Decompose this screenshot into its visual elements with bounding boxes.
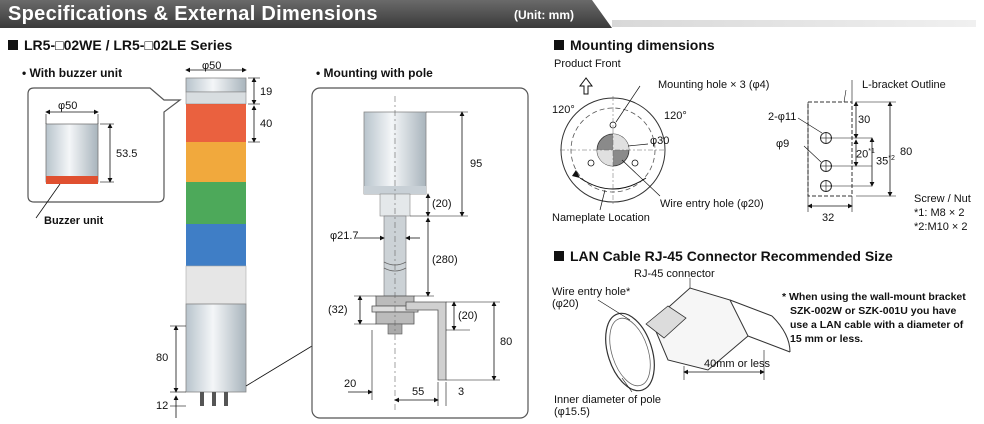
mounting-title: Mounting dimensions (554, 37, 715, 53)
hole-2-11-label: 2-φ11 (768, 111, 797, 123)
wire-entry-label: Wire entry hole (φ20) (660, 198, 764, 210)
tower-dia-label: φ50 (202, 60, 222, 72)
buzzer-subtitle: • With buzzer unit (22, 66, 123, 80)
rj45-label: RJ-45 connector (634, 268, 715, 280)
unit-label: (Unit: mm) (514, 8, 574, 22)
bracket-dim-35: 35*2 (876, 155, 895, 168)
pole-dim-20c: 20 (344, 378, 357, 390)
lan-note: * When using the wall-mount bracket SZK-… (782, 291, 966, 345)
screw-m10: *2:M10 × 2 (914, 221, 968, 233)
buzzer-dia-label: φ50 (58, 100, 78, 112)
tower-dim-80: 80 (156, 352, 169, 364)
tower-dim-12: 12 (156, 400, 169, 412)
mounting-hole-label: Mounting hole × 3 (φ4) (658, 79, 770, 91)
bracket-drawing (797, 80, 896, 212)
header-rule (612, 20, 976, 27)
section-square-icon (554, 40, 564, 50)
pole-dim-95: 95 (470, 158, 483, 170)
lan-cable-drawing (597, 278, 791, 393)
tower-dim-40: 40 (260, 118, 273, 130)
pole-dim-20b: (20) (458, 310, 478, 322)
nameplate-label: Nameplate Location (552, 212, 650, 224)
bracket-dim-20: 20*1 (856, 148, 875, 161)
tower-dim-19: 19 (260, 86, 273, 98)
hole-9-label: φ9 (776, 138, 790, 150)
section-square-icon (8, 40, 18, 50)
mounting-circle-drawing (560, 77, 666, 211)
lan-wire-entry-2: (φ20) (552, 298, 579, 310)
buzzer-height-label: 53.5 (116, 148, 138, 160)
bracket-dim-30: 30 (858, 114, 871, 126)
pole-dim-55: 55 (412, 386, 425, 398)
bracket-outline-label: L-bracket Outline (862, 79, 946, 91)
product-front-label: Product Front (554, 58, 621, 70)
pole-subtitle: • Mounting with pole (316, 66, 433, 80)
pole-dim-80: 80 (500, 336, 513, 348)
header-bar (0, 0, 612, 28)
page-title: Specifications & External Dimensions (8, 3, 378, 25)
angle-label-1: 120° (552, 104, 575, 116)
signal-tower (170, 67, 313, 418)
buzzer-unit-label: Buzzer unit (44, 215, 104, 227)
pole-dim-3: 3 (458, 386, 465, 398)
dia30-label: φ30 (650, 135, 670, 147)
buzzer-callout (27, 87, 182, 219)
bracket-dim-32: 32 (822, 212, 835, 224)
pole-dim-20a: (20) (432, 198, 452, 210)
pole-dim-dia217: φ21.7 (330, 230, 359, 242)
series-title: LR5-□02WE / LR5-□02LE Series (8, 37, 232, 53)
lan-title: LAN Cable RJ-45 Connector Recommended Si… (554, 248, 893, 264)
section-square-icon (554, 251, 564, 261)
lan-length-label: 40mm or less (704, 358, 771, 370)
angle-label-2: 120° (664, 110, 687, 122)
bracket-dim-80: 80 (900, 146, 913, 158)
screw-title: Screw / Nut (914, 193, 971, 205)
pole-dim-32: (32) (328, 304, 348, 316)
screw-m8: *1: M8 × 2 (914, 207, 965, 219)
pole-callout (311, 87, 529, 419)
inner-diameter-1: Inner diameter of pole (554, 394, 662, 406)
inner-diameter-2: (φ15.5) (554, 406, 590, 418)
lan-wire-entry-1: Wire entry hole* (552, 286, 631, 298)
pole-dim-280: (280) (432, 254, 458, 266)
